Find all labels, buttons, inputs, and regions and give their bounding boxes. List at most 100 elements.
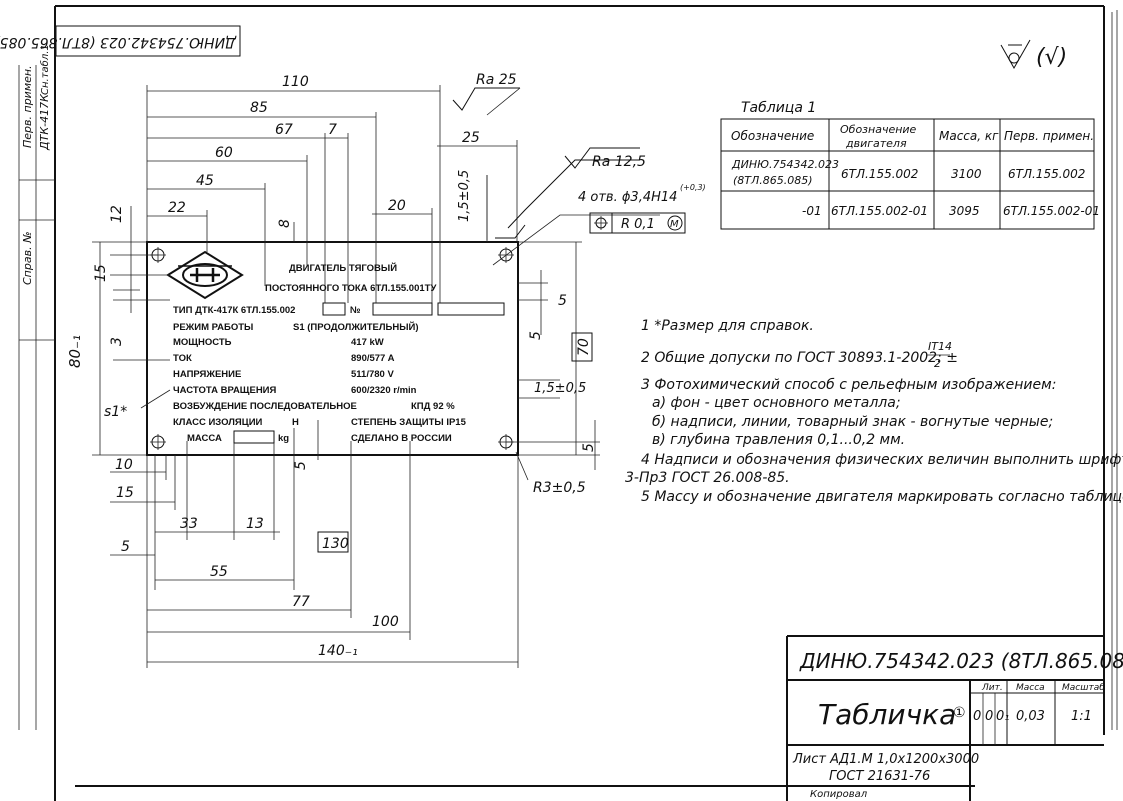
table-cell-r0c1: 6ТЛ.155.002 (841, 167, 918, 181)
dim-r3: R3±0,5 (533, 480, 586, 496)
mode-label: РЕЖИМ РАБОТЫ (173, 322, 253, 333)
made-in: СДЕЛАНО В РОССИИ (351, 433, 452, 444)
tb-name: Табличка (818, 698, 956, 731)
dim-5e: 5 (121, 539, 130, 555)
dim-15b: 15 (116, 485, 134, 501)
table-cell-r1c3: 6ТЛ.155.002-01 (1003, 204, 1100, 218)
dim-20: 20 (388, 198, 406, 214)
dim-5d: 5 (293, 461, 309, 470)
table-header-1b: двигателя (845, 137, 907, 150)
mode-value: S1 (ПРОДОЛЖИТЕЛЬНЫЙ) (293, 321, 419, 333)
power-label: МОЩНОСТЬ (173, 337, 232, 348)
roughness-ra125: Ra 12,5 (592, 154, 646, 170)
note-3: 3 Фотохимический способ с рельефным изоб… (641, 377, 1056, 393)
mass-label: МАССА (187, 433, 222, 444)
insulation-label: КЛАСС ИЗОЛЯЦИИ (173, 417, 263, 428)
current-value: 890/577 A (351, 353, 395, 364)
dim-22: 22 (168, 200, 186, 216)
voltage-value: 511/780 V (351, 369, 394, 380)
dim-12: 12 (109, 205, 125, 223)
dim-100: 100 (372, 614, 399, 630)
dim-130: 130 (322, 536, 349, 552)
note-2-numerator: IT14 (928, 340, 952, 353)
general-roughness: (√) (1000, 39, 1067, 70)
plate-no: № (350, 305, 361, 316)
dim-10: 10 (115, 457, 133, 473)
dim-130-box (317, 531, 349, 553)
tb-mass-label: Масса (1016, 683, 1045, 693)
note-3c: в) глубина травления 0,1...0,2 мм. (652, 432, 905, 448)
tb-scale-label: Масштаб (1062, 683, 1105, 693)
dim-15tol2: 1,5±0,5 (534, 381, 586, 396)
speed-value: 600/2320 r/min (351, 385, 417, 396)
dim-80: 80₋₁ (66, 335, 84, 368)
protection: СТЕПЕНЬ ЗАЩИТЫ IP15 (351, 417, 467, 428)
tb-lit-0: 0 (973, 709, 981, 724)
table-cell-r0c3: 6ТЛ.155.002 (1008, 167, 1085, 181)
tb-circle-mark: ① (953, 705, 966, 721)
tb-lit-2: 0₁ (996, 709, 1009, 724)
note-3b: б) надписи, линии, товарный знак - вогну… (652, 414, 1053, 430)
tb-designation: ДИНЮ.754342.023 (8ТЛ.865.085) (799, 649, 1123, 673)
rotated-stamp: ДИНЮ.754342.023 (8ТЛ.865.085) (0, 25, 241, 57)
note-3a: а) фон - цвет основного металла; (652, 395, 901, 411)
dim-7: 7 (328, 122, 337, 138)
dim-13: 13 (246, 516, 264, 532)
stamp-rotated-text: ДИНЮ.754342.023 (8ТЛ.865.085) (0, 34, 237, 50)
table-header-0: Обозначение (731, 129, 814, 143)
tb-mass-value: 0,03 (1016, 709, 1045, 724)
manufacturer-logo (166, 250, 244, 300)
tb-copied: Копировал (810, 789, 868, 800)
dim-45: 45 (196, 173, 214, 189)
plate-title2: ПОСТОЯННОГО ТОКА 6ТЛ.155.001ТУ (265, 283, 436, 294)
m-circle: M (670, 219, 679, 230)
serial-box-3 (437, 302, 505, 316)
table-cell-r0c2: 3100 (951, 167, 982, 181)
dim-15: 15 (93, 264, 109, 282)
voltage-label: НАПРЯЖЕНИЕ (173, 369, 241, 380)
excitation: ВОЗБУЖДЕНИЕ ПОСЛЕДОВАТЕЛЬНОЕ (173, 401, 357, 412)
roughness-ra25: Ra 25 (476, 72, 517, 88)
general-roughness-text: (√) (1036, 45, 1067, 70)
serial-box-2 (372, 302, 433, 316)
dim-5c: 5 (581, 443, 597, 452)
table-cell-r0c0b: (8ТЛ.865.085) (733, 174, 813, 187)
tb-lit-1: 0 (985, 709, 993, 724)
serial-box-1 (322, 302, 346, 316)
dim-67: 67 (275, 122, 293, 138)
dim-3: 3 (109, 337, 125, 346)
table-header-1: Обозначение (840, 123, 917, 136)
holes-text: 4 отв. ϕ3,4H14 (578, 190, 677, 205)
nameplate: ДВИГАТЕЛЬ ТЯГОВЫЙ ПОСТОЯННОГО ТОКА 6ТЛ.1… (146, 241, 519, 456)
drawing-frame (54, 5, 1118, 801)
side-column: Перв. примен. ДТК-417К Сн.табл.1 Справ. … (18, 44, 55, 730)
note-4: 4 Надписи и обозначения физических велич… (641, 452, 1123, 468)
dim-60: 60 (215, 145, 233, 161)
note-1: 1 *Размер для справок. (641, 318, 814, 334)
note-4b: 3-Пр3 ГОСТ 26.008-85. (625, 470, 790, 486)
tb-material1: Лист АД1.М 1,0x1200x3000 (792, 752, 979, 767)
table-cell-r1c0: -01 (802, 204, 822, 218)
dim-5b: 5 (528, 331, 544, 340)
first-use-value: ДТК-417К (38, 93, 51, 151)
dim-55: 55 (210, 564, 228, 580)
dim-110: 110 (282, 74, 309, 90)
table-cell-r1c1: 6ТЛ.155.002-01 (831, 204, 928, 218)
dim-70-box (571, 332, 593, 362)
dim-70: 70 (576, 338, 592, 356)
dim-s1: s1* (104, 404, 127, 420)
table-cell-r0c0a: ДИНЮ.754342.023 (731, 158, 839, 171)
note-2: 2 Общие допуски по ГОСТ 30893.1-2002: ± (641, 350, 958, 366)
dim-140: 140₋₁ (318, 643, 358, 659)
insulation-value: Н (292, 417, 299, 428)
plate-type: ТИП ДТК-417К 6ТЛ.155.002 (173, 305, 295, 316)
current-label: ТОК (173, 353, 192, 364)
dim-5a: 5 (558, 293, 567, 309)
note-5: 5 Массу и обозначение двигателя маркиров… (641, 489, 1123, 505)
technical-notes: 1 *Размер для справок. 2 Общие допуски п… (625, 318, 1123, 505)
plate-title1: ДВИГАТЕЛЬ ТЯГОВЫЙ (289, 262, 397, 274)
dim-77: 77 (292, 594, 310, 610)
dim-85: 85 (250, 100, 268, 116)
table-1: Таблица 1 Обозначение Обозначение двигат… (720, 100, 1100, 230)
